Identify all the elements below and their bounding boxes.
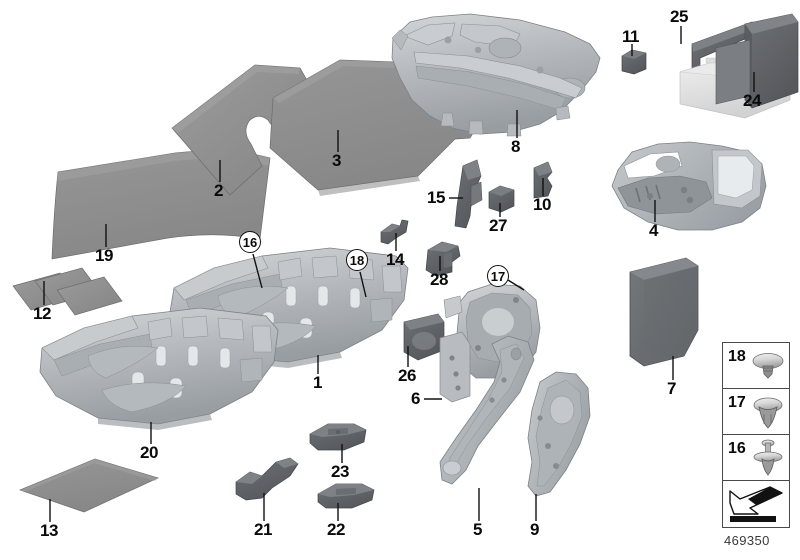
callout-28: 28 — [430, 270, 448, 289]
part-21-shape — [235, 457, 299, 501]
part-7-shape — [629, 257, 699, 367]
mushroom-rivet-icon — [752, 353, 784, 379]
callout-7: 7 — [667, 379, 676, 398]
callout-9: 9 — [530, 520, 539, 539]
legend-label-16: 16 — [728, 440, 746, 457]
callout-14: 14 — [386, 250, 404, 269]
part-27-shape — [488, 185, 515, 213]
callout-11: 11 — [622, 27, 639, 46]
callout-15: 15 — [427, 188, 445, 207]
callout-12: 12 — [33, 304, 51, 323]
legend-label-17: 17 — [728, 394, 746, 411]
leader-lines — [43, 26, 755, 522]
callout-23: 23 — [331, 462, 349, 481]
callout-20: 20 — [140, 443, 158, 462]
callout-13: 13 — [40, 521, 58, 540]
part-22-shape — [317, 483, 375, 509]
legend-cell-16: 16 — [723, 435, 790, 481]
legend-cell-18: 18 — [723, 343, 790, 389]
part-20-shape — [39, 307, 279, 430]
part-23-shape — [309, 423, 367, 451]
part-11-shape — [621, 49, 647, 75]
push-pin-rivet-icon — [753, 439, 783, 476]
callout-10: 10 — [533, 195, 551, 214]
callout-8: 8 — [511, 137, 520, 156]
callout-5: 5 — [473, 520, 482, 539]
callout-22: 22 — [327, 520, 345, 539]
part-5-shape — [439, 335, 535, 485]
callout-3: 3 — [332, 151, 341, 170]
callout-6: 6 — [411, 389, 420, 408]
circled-callout-16: 16 — [239, 231, 261, 253]
part-14-shape — [380, 219, 409, 245]
part-12-shape — [12, 267, 123, 316]
callout-21: 21 — [254, 520, 272, 539]
callout-19: 19 — [95, 246, 113, 265]
part-28-shape — [425, 241, 461, 277]
callout-27: 27 — [489, 216, 507, 235]
part-9-shape — [527, 371, 591, 497]
part-24-shape — [715, 13, 799, 109]
callout-26: 26 — [398, 366, 416, 385]
legend-cell-direction — [723, 481, 790, 528]
expanding-clip-icon — [753, 397, 783, 429]
circled-callout-18: 18 — [346, 249, 368, 271]
callout-2: 2 — [214, 181, 223, 200]
callout-4: 4 — [649, 221, 658, 240]
part-8-shape — [391, 13, 601, 137]
circled-callout-17: 17 — [487, 265, 509, 287]
callout-1: 1 — [313, 373, 322, 392]
part-26-shape — [403, 313, 445, 361]
part-13-shape — [19, 458, 159, 513]
fastener-legend-box: 18 17 16 — [722, 342, 790, 528]
callout-25: 25 — [670, 7, 688, 26]
callout-24: 24 — [743, 91, 761, 110]
legend-cell-17: 17 — [723, 389, 790, 435]
direction-arrow-icon — [729, 486, 783, 522]
part-4-shape — [611, 141, 767, 231]
part-15-shape — [454, 159, 483, 229]
diagram-id-label: 469350 — [724, 533, 770, 548]
legend-label-18: 18 — [728, 348, 746, 365]
